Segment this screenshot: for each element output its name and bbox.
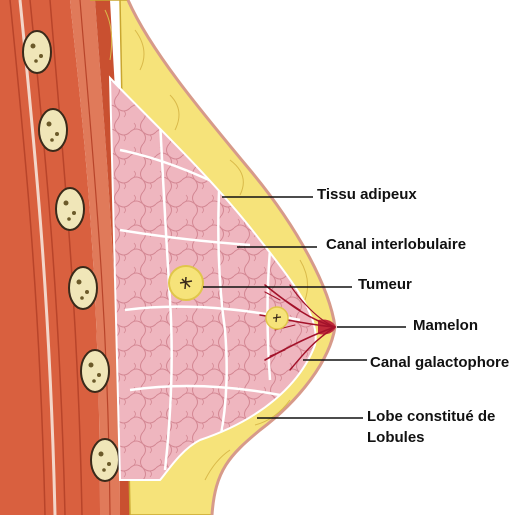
rib <box>69 267 97 309</box>
label-canal-interlobulaire: Canal interlobulaire <box>326 234 466 255</box>
label-tissu-adipeux: Tissu adipeux <box>317 184 417 205</box>
small-tumour <box>266 307 288 329</box>
label-mamelon: Mamelon <box>413 315 478 336</box>
rib <box>91 439 119 481</box>
rib <box>23 31 51 73</box>
rib <box>56 188 84 230</box>
label-lobe-line2: Lobules <box>367 427 425 448</box>
label-tumeur: Tumeur <box>358 274 412 295</box>
rib <box>39 109 67 151</box>
tumour <box>169 266 203 300</box>
label-lobe-line1: Lobe constitué de <box>367 406 495 427</box>
label-canal-galactophore: Canal galactophore <box>370 352 509 373</box>
rib <box>81 350 109 392</box>
